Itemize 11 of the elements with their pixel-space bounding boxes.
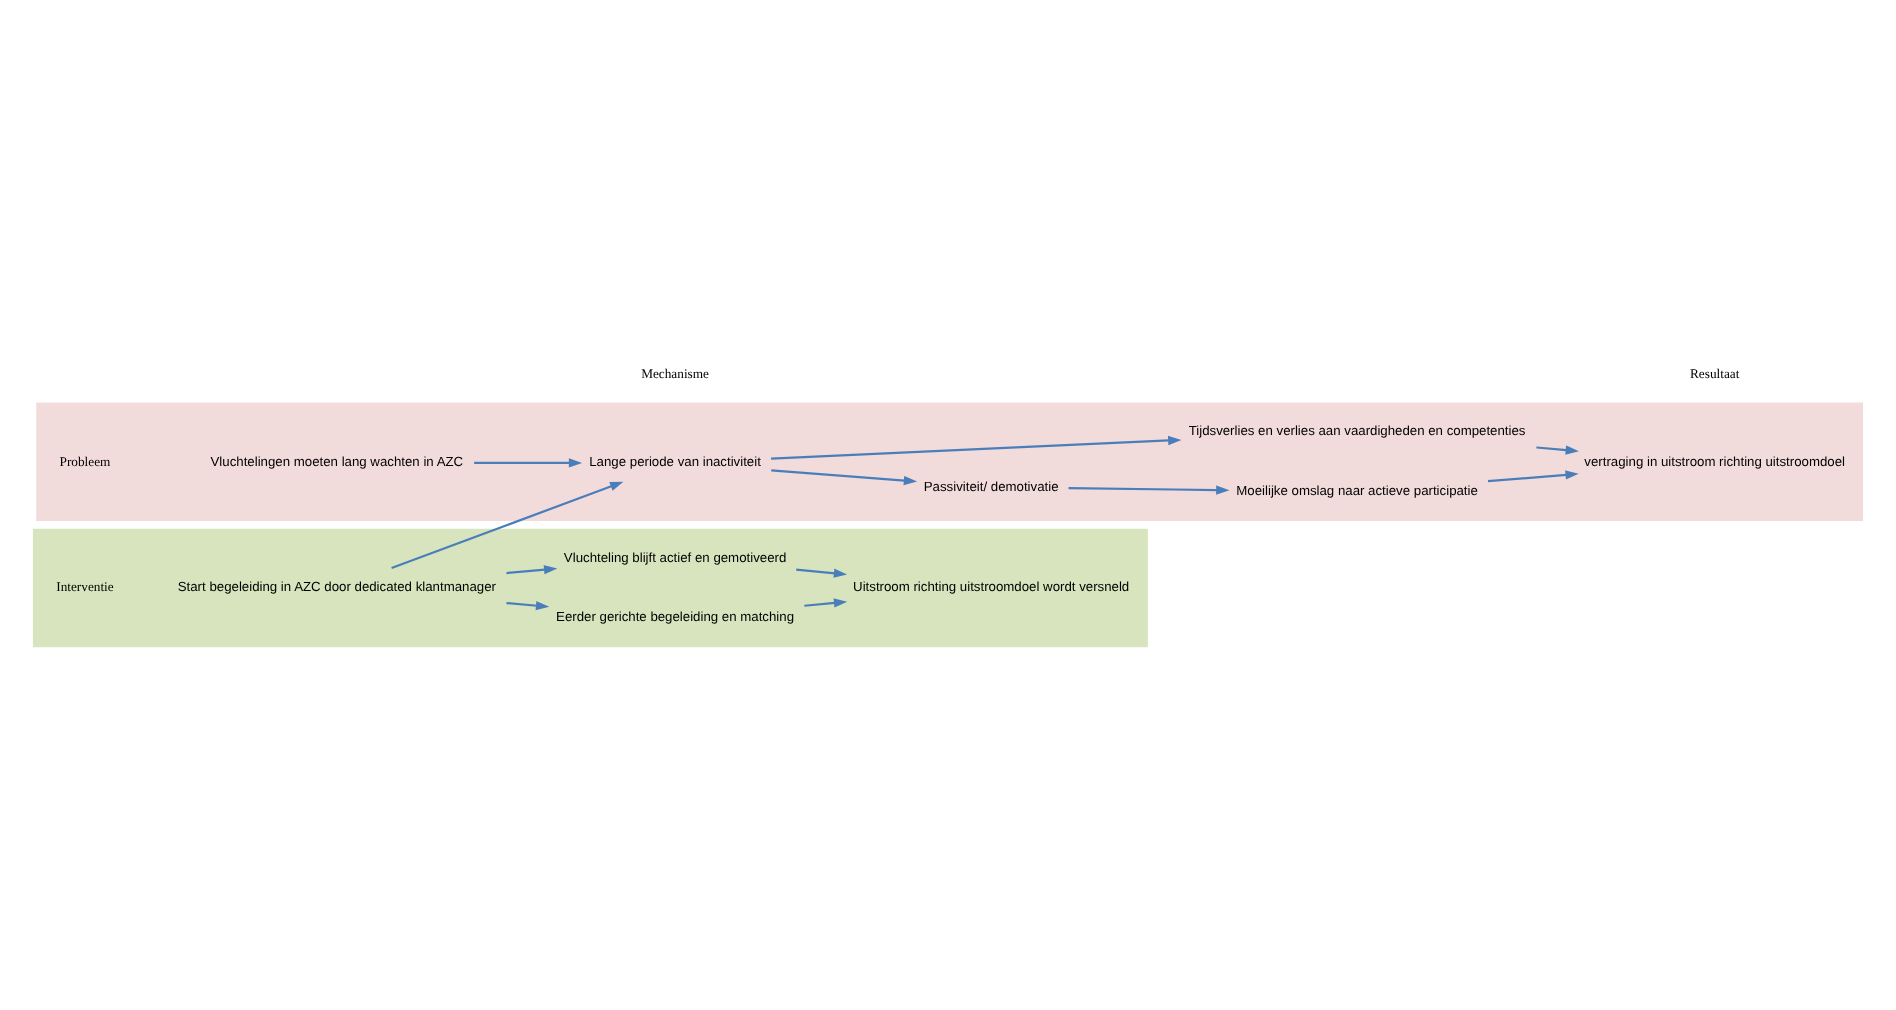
arrow bbox=[474, 458, 583, 468]
arrow bbox=[506, 601, 550, 611]
arrow bbox=[1536, 445, 1579, 455]
arrow bbox=[771, 469, 918, 486]
arrow bbox=[391, 481, 624, 570]
arrow bbox=[1068, 485, 1230, 495]
arrow bbox=[804, 598, 848, 608]
arrow bbox=[796, 568, 848, 578]
arrow bbox=[1487, 470, 1579, 483]
arrow bbox=[506, 565, 558, 575]
arrow bbox=[771, 435, 1182, 460]
